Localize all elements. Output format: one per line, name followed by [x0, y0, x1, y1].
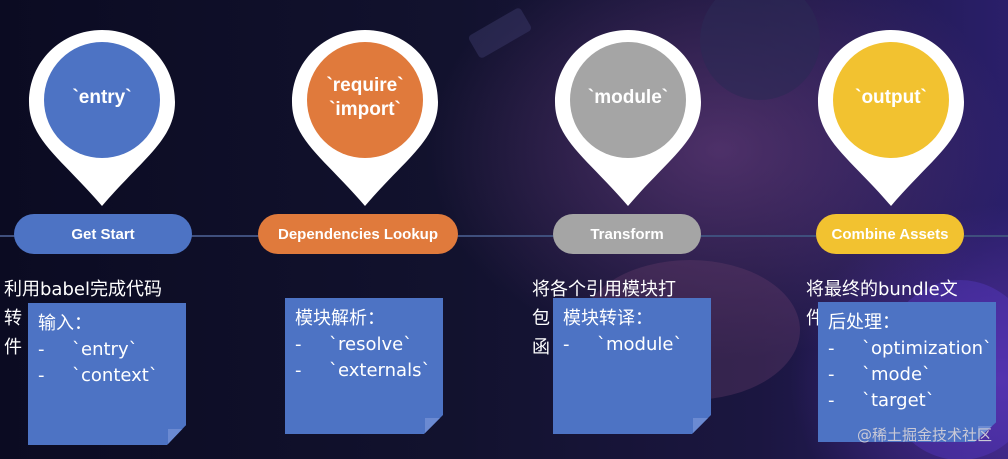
- timeline-line: [0, 235, 1008, 237]
- description-line: 件: [4, 337, 22, 358]
- pin-label: `require` `import`: [326, 75, 404, 120]
- pin-label: `module`: [587, 87, 669, 108]
- pin-require-import: `require` `import`: [290, 28, 440, 228]
- pin-circle: [833, 42, 949, 158]
- map-pin-icon: [292, 30, 438, 206]
- pin-circle: [307, 42, 423, 158]
- pin-label: `output`: [855, 87, 927, 108]
- note-item: -`resolve`: [295, 334, 413, 355]
- description-line: 包: [532, 308, 550, 329]
- description-line: 函: [532, 337, 550, 358]
- pin-circle: [44, 42, 160, 158]
- watermark: @稀土掘金技术社区: [856, 426, 992, 444]
- note-item: -`target`: [828, 390, 935, 411]
- stage-combine-assets: Combine Assets: [816, 214, 964, 254]
- map-pin-icon: [818, 30, 964, 206]
- description-line: 利用babel完成代码: [4, 279, 162, 300]
- pin-entry: `entry`: [27, 28, 177, 228]
- note-transform: 模块转译： -`module`: [553, 298, 711, 434]
- note-fold: [168, 429, 186, 445]
- note-item: -`entry`: [38, 339, 138, 360]
- note-item: -`mode`: [828, 364, 932, 385]
- pin-module: `module`: [553, 28, 703, 228]
- description-line: 转: [4, 308, 22, 329]
- note-title: 后处理：: [828, 312, 900, 333]
- stage-dependencies-lookup: Dependencies Lookup: [258, 214, 458, 254]
- note-entry: 输入： -`entry` -`context`: [28, 303, 186, 445]
- pin-label: `entry`: [72, 87, 132, 108]
- description-line: 将各个引用模块打: [532, 279, 676, 300]
- map-pin-icon: [555, 30, 701, 206]
- description-line: 将最终的bundle文: [806, 279, 958, 300]
- note-fold: [425, 418, 443, 434]
- note-fold: [693, 418, 711, 434]
- pin-output: `output`: [816, 28, 966, 228]
- map-pin-icon: [29, 30, 175, 206]
- note-item: -`context`: [38, 365, 158, 386]
- stage-get-start: Get Start: [14, 214, 192, 254]
- note-output: 后处理： -`optimization` -`mode` -`target`: [818, 302, 996, 442]
- note-item: -`optimization`: [828, 338, 992, 359]
- note-dependencies: 模块解析： -`resolve` -`externals`: [285, 298, 443, 434]
- note-title: 模块解析：: [295, 308, 385, 329]
- stage-description: 将各个引用模块打 包 函: [532, 275, 712, 362]
- stage-description: 利用babel完成代码 转 件: [4, 275, 194, 362]
- note-item: -`module`: [563, 334, 683, 355]
- note-title: 模块转译：: [563, 308, 653, 329]
- stage-transform: Transform: [553, 214, 701, 254]
- note-title: 输入：: [38, 313, 92, 334]
- note-item: -`externals`: [295, 360, 431, 381]
- pin-circle: [570, 42, 686, 158]
